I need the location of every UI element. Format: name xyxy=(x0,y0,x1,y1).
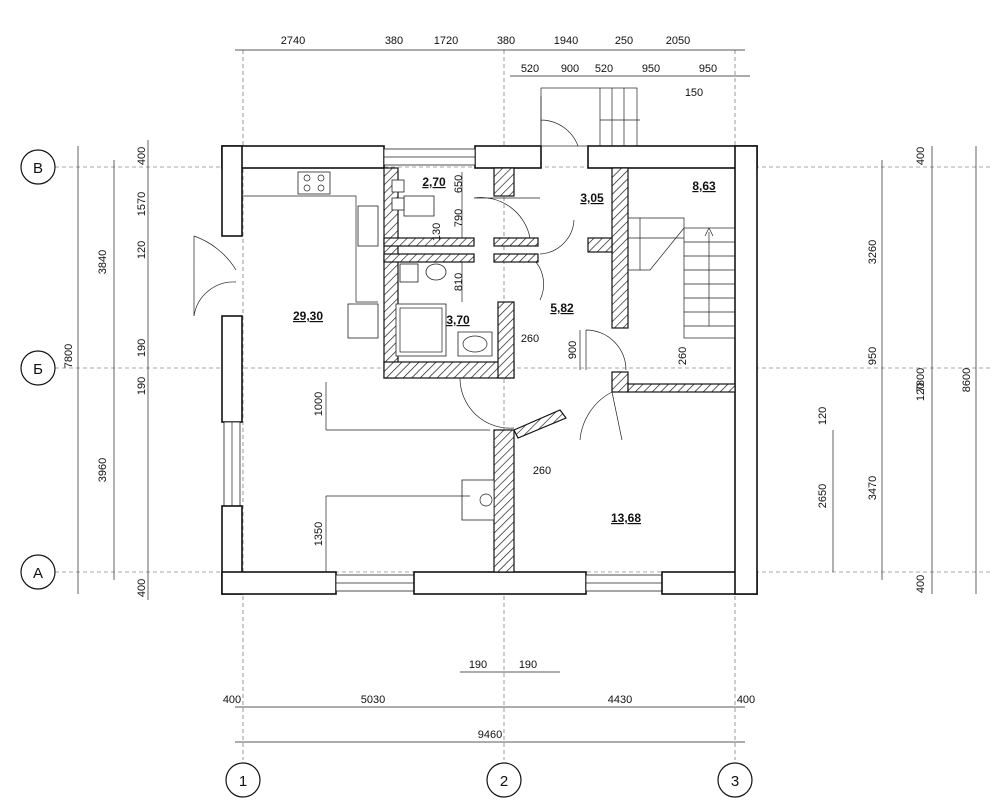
room-area-bedroom: 13,68 xyxy=(611,511,641,525)
dim-right-in-1: 400 xyxy=(915,147,927,165)
dim-bot-1: 400 xyxy=(223,694,241,706)
fixtures xyxy=(242,171,495,521)
svg-text:В: В xyxy=(33,160,43,177)
dim-int-3: 130 xyxy=(431,223,443,241)
dim-left-mid-1: 3840 xyxy=(97,250,109,274)
axis-marker-3: 3 xyxy=(717,762,753,798)
axis-marker-v: В xyxy=(20,149,56,185)
dim-right-in-3: 950 xyxy=(867,347,879,365)
dim-int-1: 650 xyxy=(453,175,465,193)
dim-bot-3: 4430 xyxy=(608,694,632,706)
dim-int-9: 1350 xyxy=(313,522,325,546)
dim-top-2: 380 xyxy=(385,35,403,47)
dim-left-outer: 7800 xyxy=(63,344,75,368)
dim-top2-3: 520 xyxy=(595,63,613,75)
svg-text:1: 1 xyxy=(239,773,247,790)
room-area-vestibule: 3,05 xyxy=(580,191,604,205)
svg-text:3: 3 xyxy=(731,773,739,790)
dims-bottom: 190 190 400 5030 4430 400 9460 xyxy=(223,659,755,741)
dim-right-extra-2: 2650 xyxy=(817,484,829,508)
dim-left-in-5: 190 xyxy=(136,377,148,395)
dims-interior: 650 790 130 810 900 260 260 1000 1350 26… xyxy=(313,175,689,546)
axis-marker-b: Б xyxy=(20,350,56,386)
dim-left-in-1: 400 xyxy=(136,147,148,165)
dim-top-1: 2740 xyxy=(281,35,305,47)
dim-top2-5: 950 xyxy=(699,63,717,75)
dim-left-in-4: 190 xyxy=(136,339,148,357)
dimension-lines xyxy=(77,49,977,743)
dim-top-extra: 150 xyxy=(685,87,703,99)
dim-bot-4: 400 xyxy=(737,694,755,706)
axis-markers: В Б А 1 2 3 xyxy=(20,149,753,798)
room-areas: 29,30 2,70 3,70 3,05 5,82 8,63 13,68 xyxy=(293,175,716,525)
dim-int-7: 260 xyxy=(677,347,689,365)
dim-int-8: 1000 xyxy=(313,392,325,416)
dim-top-3: 1720 xyxy=(434,35,458,47)
exterior-walls xyxy=(221,145,758,595)
dims-top: 2740 380 1720 380 1940 250 2050 520 900 … xyxy=(281,35,717,99)
dim-bot-small-2: 190 xyxy=(519,659,537,671)
room-area-wc: 2,70 xyxy=(422,175,446,189)
axis-marker-2: 2 xyxy=(486,762,522,798)
svg-text:2: 2 xyxy=(500,773,508,790)
dim-right-mid: 7800 xyxy=(915,368,927,392)
dims-right: 400 3260 950 120 3470 400 7800 8600 120 … xyxy=(817,147,973,593)
dim-top-5: 1940 xyxy=(554,35,578,47)
dim-bot-small-1: 190 xyxy=(469,659,487,671)
doors xyxy=(193,96,627,441)
room-area-stair: 8,63 xyxy=(692,179,716,193)
dim-right-outer: 8600 xyxy=(961,368,973,392)
dim-right-in-2: 3260 xyxy=(867,240,879,264)
dim-left-in-2: 1570 xyxy=(136,192,148,216)
dim-right-in-5: 3470 xyxy=(867,476,879,500)
room-area-hall: 5,82 xyxy=(550,301,574,315)
dims-left: 7800 3840 3960 400 1570 120 190 190 400 xyxy=(63,147,148,597)
dim-top2-4: 950 xyxy=(642,63,660,75)
dim-top2-2: 900 xyxy=(561,63,579,75)
dim-top2-1: 520 xyxy=(521,63,539,75)
dim-right-extra-1: 120 xyxy=(817,407,829,425)
svg-text:Б: Б xyxy=(33,361,43,378)
porch-stairs xyxy=(540,87,736,339)
dim-int-6: 260 xyxy=(521,333,539,345)
dim-top-4: 380 xyxy=(497,35,515,47)
room-area-bath: 3,70 xyxy=(446,313,470,327)
dim-left-in-3: 120 xyxy=(136,241,148,259)
dim-bot-2: 5030 xyxy=(361,694,385,706)
dim-int-2: 790 xyxy=(453,209,465,227)
interior-walls xyxy=(383,167,736,573)
dim-left-in-6: 400 xyxy=(136,579,148,597)
room-area-living: 29,30 xyxy=(293,309,323,323)
dim-int-4: 810 xyxy=(453,273,465,291)
dim-int-5: 900 xyxy=(567,341,579,359)
axis-marker-1: 1 xyxy=(225,762,261,798)
dim-int-10: 260 xyxy=(533,465,551,477)
dim-bot-total: 9460 xyxy=(478,729,502,741)
dim-left-mid-2: 3960 xyxy=(97,458,109,482)
svg-text:А: А xyxy=(33,565,43,582)
dim-top-7: 2050 xyxy=(666,35,690,47)
dim-right-in-4: 120 xyxy=(915,383,927,401)
grid-lines xyxy=(55,50,990,760)
dim-right-in-6: 400 xyxy=(915,575,927,593)
axis-marker-a: А xyxy=(20,554,56,590)
dim-top-6: 250 xyxy=(615,35,633,47)
